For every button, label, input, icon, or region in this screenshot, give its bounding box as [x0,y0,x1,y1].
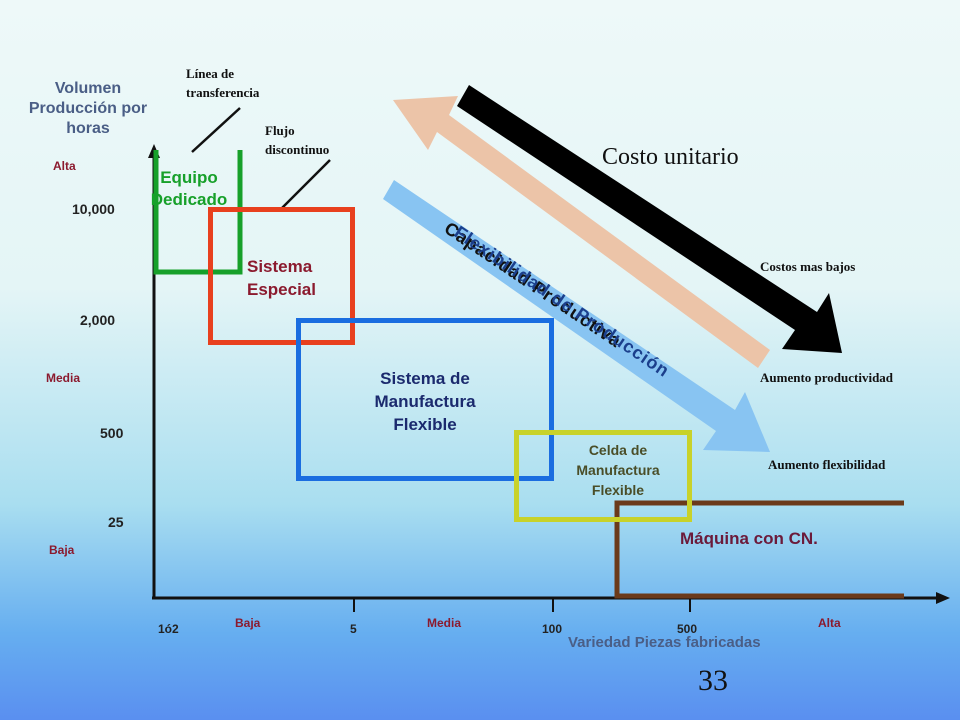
y-axis-title: Volumen Producción por horas [28,79,148,139]
transfer-line-text: Línea de [186,66,235,81]
cn-label: Máquina con CN. [680,529,818,548]
x-axis-title: Variedad Piezas fabricadas [568,634,761,651]
fms-box [296,318,554,481]
flujo-pointer [281,159,331,209]
y-tick-label: 10,000 [72,201,115,217]
dedicado-label: Equipo Dedicado [134,167,244,211]
costos-note: Costos mas bajos [760,259,856,274]
y-axis-title-line: Producción por [28,100,148,117]
especial-label: Sistema Especial [247,255,316,301]
costo-label: Costo unitario [602,144,739,170]
y-tick-label: 25 [108,514,124,530]
sistema-especial-box [208,207,355,345]
x-level-high: Alta [818,616,841,630]
costo-arrow [457,85,842,353]
x-level-low: Baja [235,616,261,630]
fms-label-line: Manufactura [374,392,476,411]
y-level-low: Baja [49,543,75,557]
especial-label-line: Especial [247,280,316,299]
capacidad-arrow [393,96,770,368]
flujo-text: discontinuo [265,142,330,157]
x-tick-label: 500 [677,622,698,636]
x-level-mid: Media [427,616,462,630]
cn-bracket [614,500,904,599]
celda-label: Celda de Manufactura Flexible [548,440,688,500]
flexibilidad-arrow [383,180,770,452]
especial-label-line: Sistema [247,257,313,276]
y-tick-label: 500 [100,425,124,441]
y-tick-label: 2,000 [80,312,116,328]
celda-label-line: Flexible [591,482,645,498]
x-tick-label: 5 [350,622,357,636]
fms-label-line: Sistema de [380,369,470,388]
y-axis-title-line: horas [66,120,110,137]
celda-label-line: Manufactura [576,462,660,478]
x-tick-label: 100 [542,622,563,636]
celda-box [514,430,692,522]
y-axis-title-line: Volumen [54,80,122,97]
y-level-mid: Media [46,371,81,385]
dedicado-label-line: Equipo [160,168,218,187]
celda-label-line: Celda de [588,442,648,458]
transfer-line-annotation: Línea de transferencia [186,64,259,102]
transfer-line-pointer [191,107,241,153]
fms-label: Sistema de Manufactura Flexible [340,367,510,436]
x-axis-arrowhead [936,592,950,604]
x-tick-label: 1ó2 [158,622,179,636]
page-number: 33 [698,664,728,697]
fms-label-line: Flexible [393,415,457,434]
productividad-note: Aumento productividad [760,370,894,385]
flujo-annotation: Flujo discontinuo [265,121,329,159]
flujo-text: Flujo [265,123,295,138]
transfer-line-text: transferencia [186,85,260,100]
dedicado-label-line: Dedicado [150,190,228,209]
y-level-high: Alta [53,159,76,173]
flexibilidad-note: Aumento flexibilidad [768,457,886,472]
